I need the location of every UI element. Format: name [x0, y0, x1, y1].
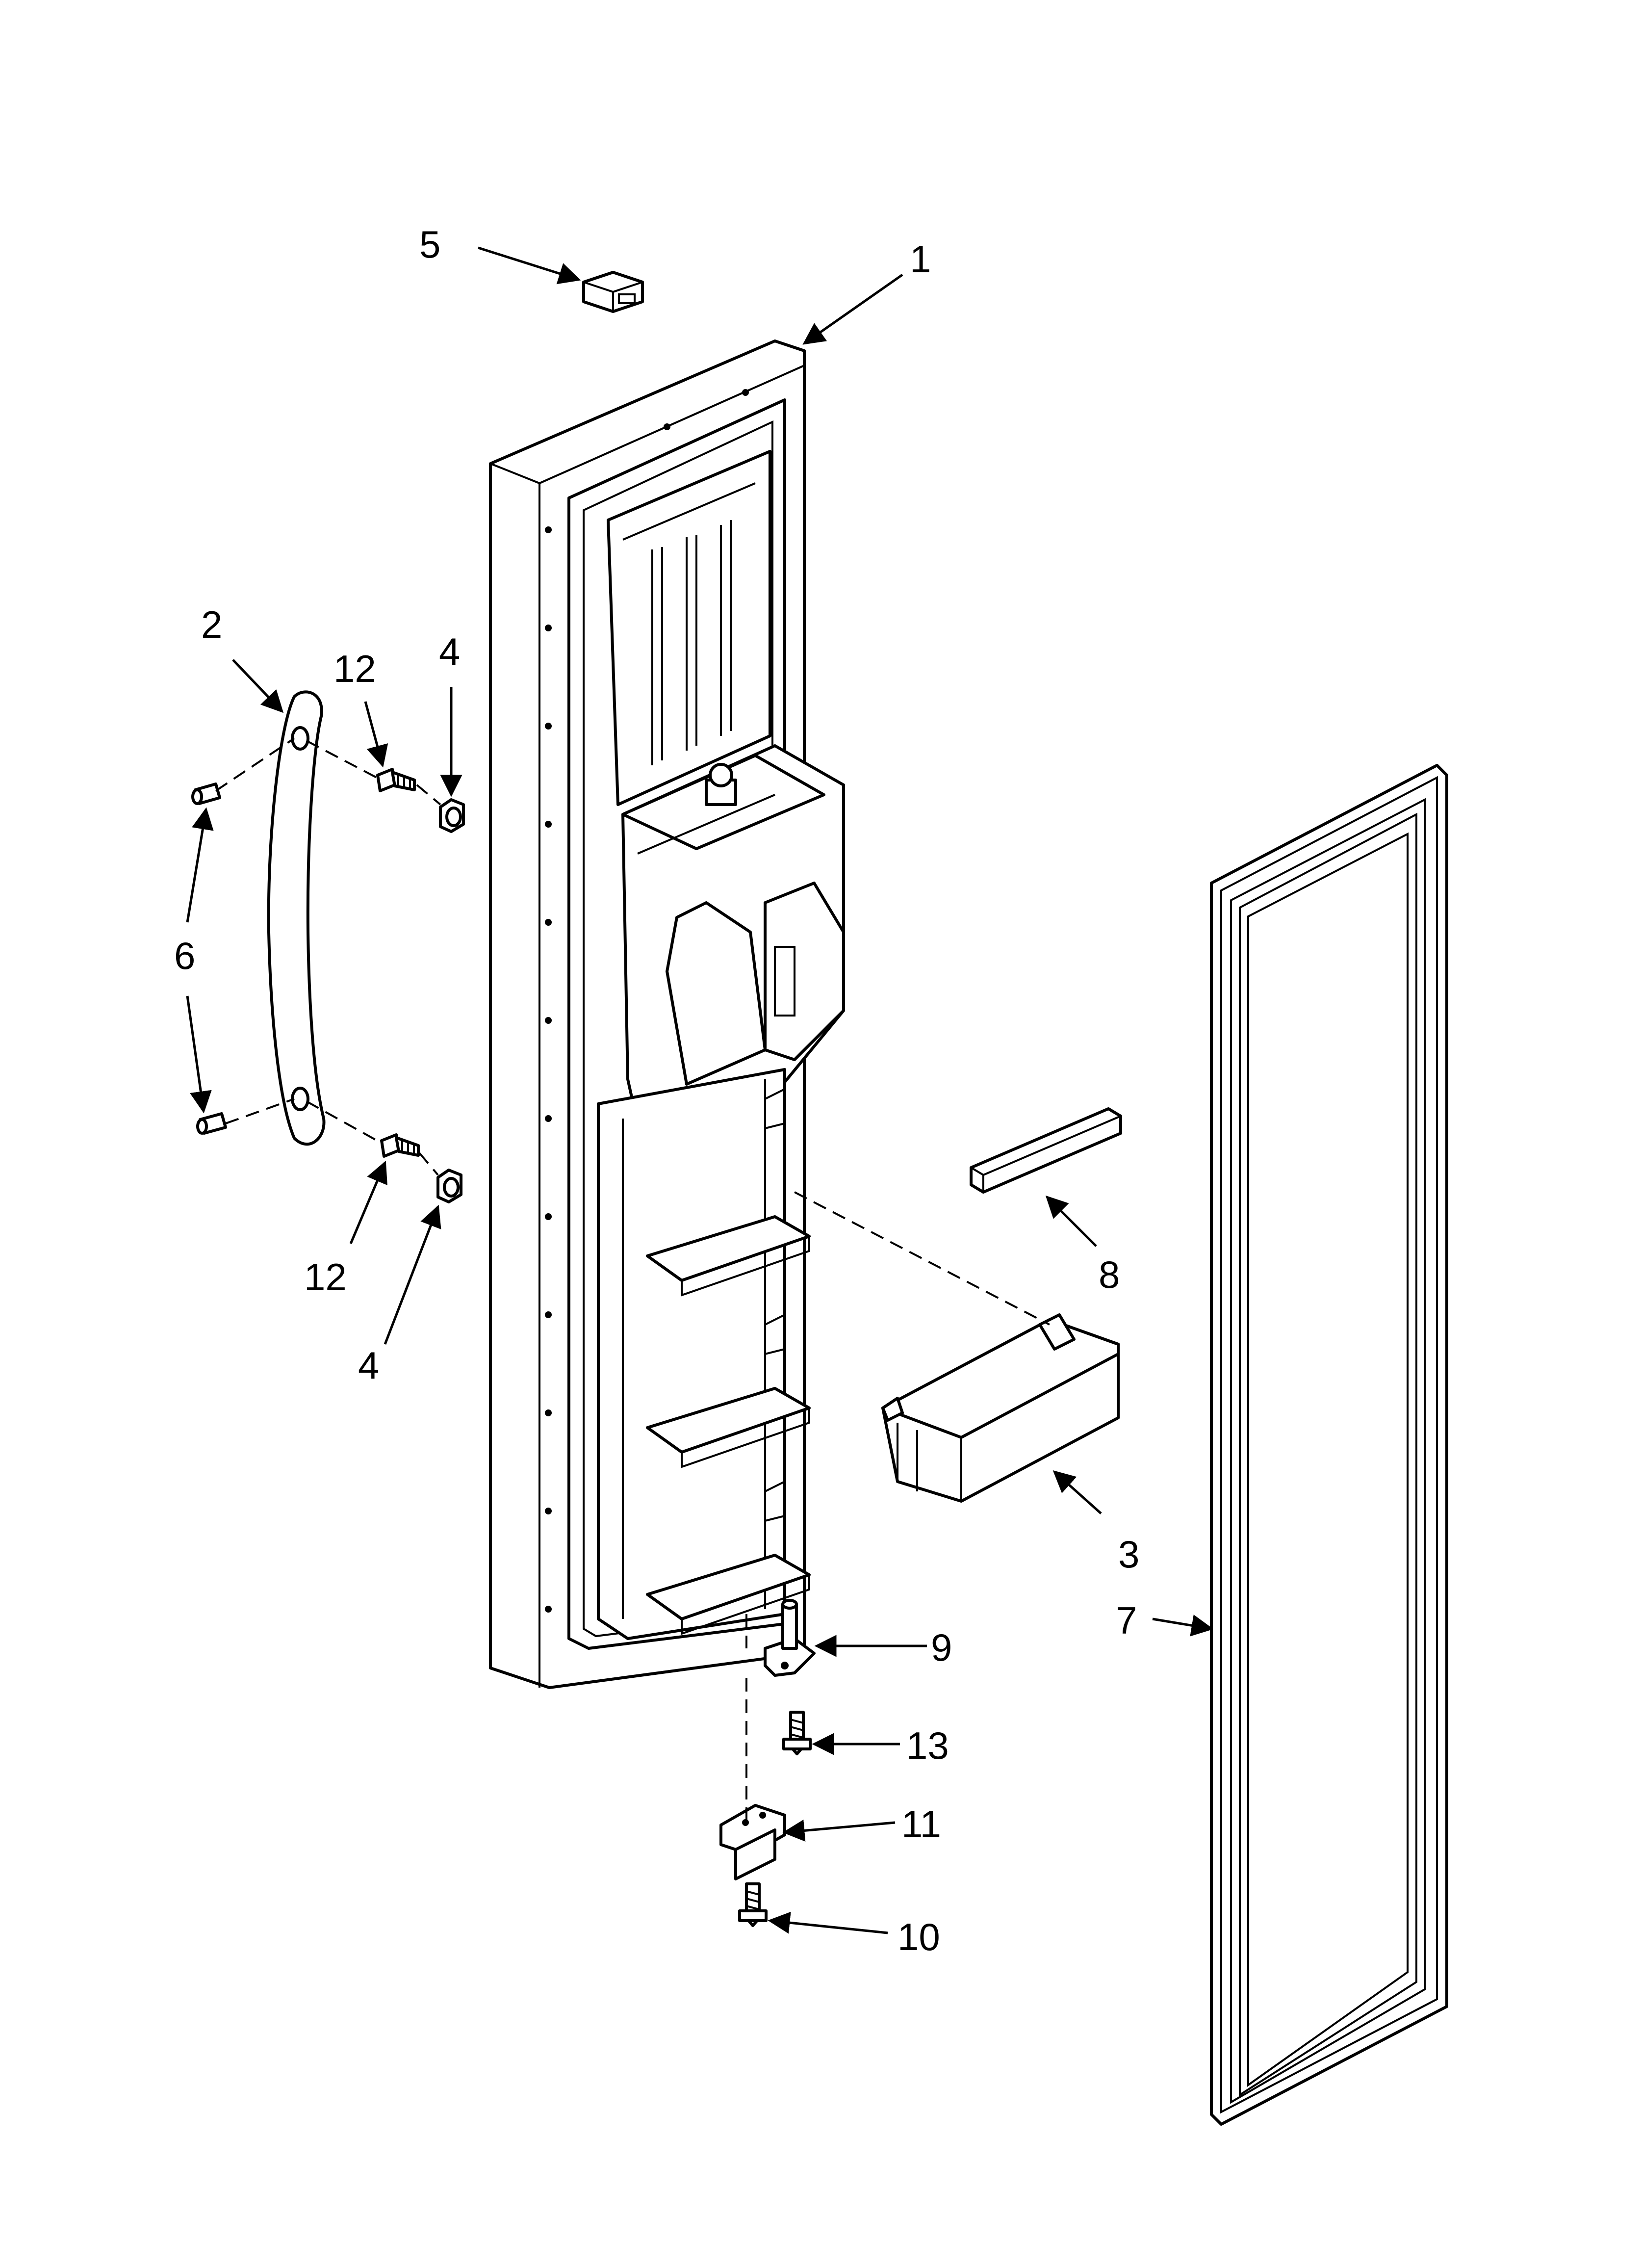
- callout-11: 11: [901, 1802, 941, 1846]
- part-4-spacer-bottom: [436, 1169, 462, 1203]
- callout-13: 13: [906, 1724, 949, 1767]
- callout-2: 2: [201, 603, 222, 646]
- callout-12-top: 12: [334, 647, 376, 690]
- part-9-hinge: [764, 1599, 816, 1677]
- part-13-screw: [782, 1711, 812, 1755]
- callout-3: 3: [1118, 1533, 1139, 1576]
- part-1-door: [489, 339, 845, 1689]
- gasket-holes: [545, 389, 749, 1613]
- callout-8: 8: [1099, 1253, 1120, 1296]
- callout-12-bottom: 12: [304, 1255, 347, 1299]
- callout-1: 1: [910, 237, 931, 281]
- part-12-screw-top: [376, 768, 416, 792]
- callout-4-bottom: 4: [358, 1344, 379, 1387]
- callout-7: 7: [1116, 1599, 1137, 1642]
- callout-5: 5: [419, 223, 440, 266]
- part-8-trim: [970, 1107, 1122, 1194]
- part-6-setscrew-bottom: [196, 1112, 227, 1135]
- callout-10: 10: [898, 1915, 940, 1958]
- part-3-door-bin: [881, 1313, 1120, 1503]
- assembly-line-top: [215, 737, 441, 806]
- part-11-hinge-plate: [719, 1804, 786, 1880]
- assembly-line-bottom: [225, 1098, 439, 1176]
- part-7-gasket: [1210, 764, 1448, 2126]
- part-6-setscrew-top: [191, 782, 221, 805]
- part-10-screw: [738, 1882, 768, 1927]
- part-5-switch: [582, 271, 644, 313]
- assembly-line-bin: [794, 1191, 1050, 1326]
- part-2-handle: [267, 690, 326, 1146]
- part-4-spacer-top: [439, 798, 465, 833]
- callout-6: 6: [174, 934, 195, 977]
- part-12-screw-bottom: [380, 1133, 420, 1158]
- callout-9: 9: [931, 1626, 952, 1669]
- leader-lines: [186, 246, 1214, 1934]
- callout-4-top: 4: [439, 630, 460, 673]
- callout-labels: 5 1 2 12 4 6 12 4 8 3 7 9 13 11 10: [174, 223, 1139, 1958]
